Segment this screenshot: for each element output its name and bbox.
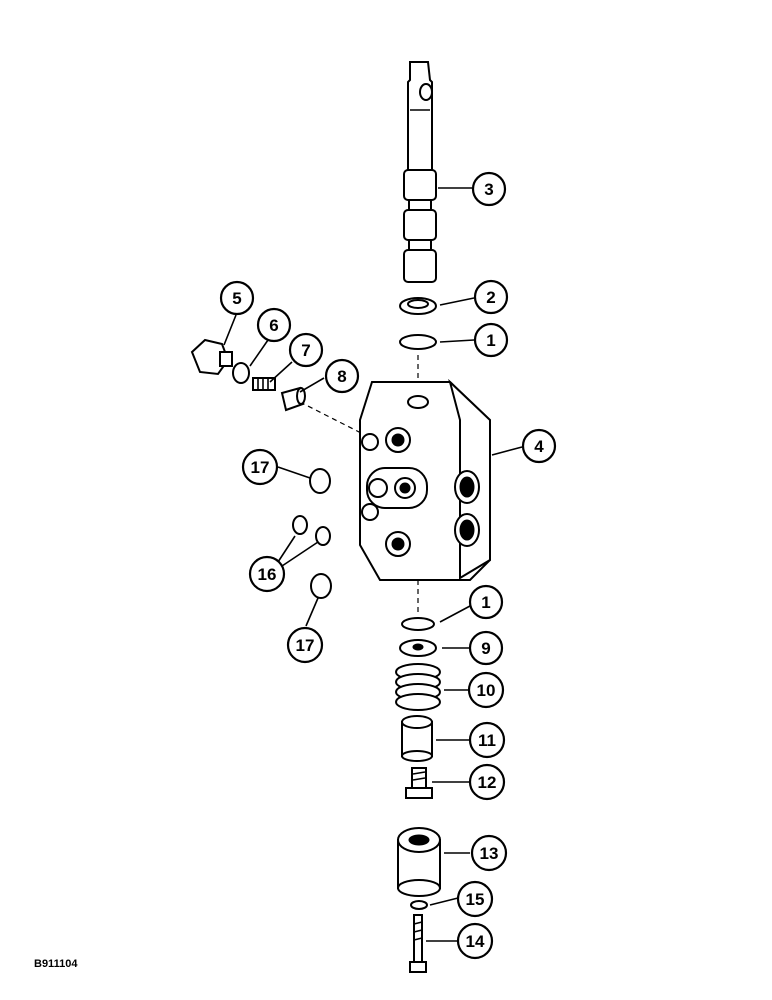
svg-text:14: 14 (466, 932, 485, 951)
svg-text:10: 10 (477, 681, 496, 700)
wiper-seal-part (399, 297, 437, 315)
callout-8: 8 (324, 358, 360, 394)
svg-text:17: 17 (296, 636, 315, 655)
svg-text:16: 16 (258, 565, 277, 584)
callout-5: 5 (219, 280, 255, 316)
svg-text:4: 4 (534, 437, 544, 456)
callout-17-upper: 17 (241, 448, 279, 486)
svg-text:6: 6 (269, 316, 278, 335)
callout-11: 11 (468, 721, 506, 759)
svg-text:3: 3 (484, 180, 493, 199)
spring-7-part (252, 377, 276, 391)
spool-part (403, 61, 437, 283)
svg-text:7: 7 (301, 341, 310, 360)
callout-1-lower: 1 (468, 584, 504, 620)
bolt-12-part (405, 767, 433, 799)
o-ring-lower-part (401, 617, 435, 631)
callout-10: 10 (467, 671, 505, 709)
svg-text:11: 11 (478, 731, 496, 750)
figure-code: B911104 (34, 958, 78, 970)
svg-text:5: 5 (232, 289, 241, 308)
o-ring-upper-part (399, 334, 437, 350)
callout-4: 4 (521, 428, 557, 464)
svg-text:9: 9 (481, 639, 490, 658)
callout-13: 13 (470, 834, 508, 872)
callout-3: 3 (471, 171, 507, 207)
svg-text:17: 17 (251, 458, 270, 477)
o-ring-6-part (232, 362, 250, 384)
svg-text:1: 1 (481, 593, 490, 612)
o-ring-17-lower-part (310, 573, 332, 599)
o-ring-16-b-part (315, 526, 331, 546)
callout-16: 16 (248, 555, 286, 593)
o-ring-16-a-part (292, 515, 308, 535)
callout-1-upper: 1 (473, 322, 509, 358)
svg-text:2: 2 (486, 288, 495, 307)
washer-15-part (410, 900, 428, 910)
callout-2: 2 (473, 279, 509, 315)
callout-14: 14 (456, 922, 494, 960)
retainer-11-part (401, 715, 433, 762)
leader-lines (223, 187, 523, 942)
svg-text:8: 8 (337, 367, 346, 386)
svg-text:13: 13 (480, 844, 499, 863)
callout-15: 15 (456, 880, 494, 918)
cap-13-part (397, 827, 441, 897)
axis-line-side (299, 401, 366, 436)
callout-6: 6 (256, 307, 292, 343)
screw-14-part (409, 914, 427, 973)
callout-7: 7 (288, 332, 324, 368)
o-ring-17-upper-part (309, 468, 331, 494)
svg-text:12: 12 (478, 773, 497, 792)
spring-10-part (395, 663, 441, 711)
svg-text:1: 1 (486, 331, 495, 350)
valve-body-part (359, 378, 491, 581)
callout-9: 9 (468, 630, 504, 666)
svg-text:15: 15 (466, 890, 485, 909)
poppet-8-part (280, 386, 306, 412)
callout-12: 12 (468, 763, 506, 801)
plug-part (190, 338, 233, 376)
callout-17-lower: 17 (286, 626, 324, 664)
washer-9-part (399, 639, 437, 657)
